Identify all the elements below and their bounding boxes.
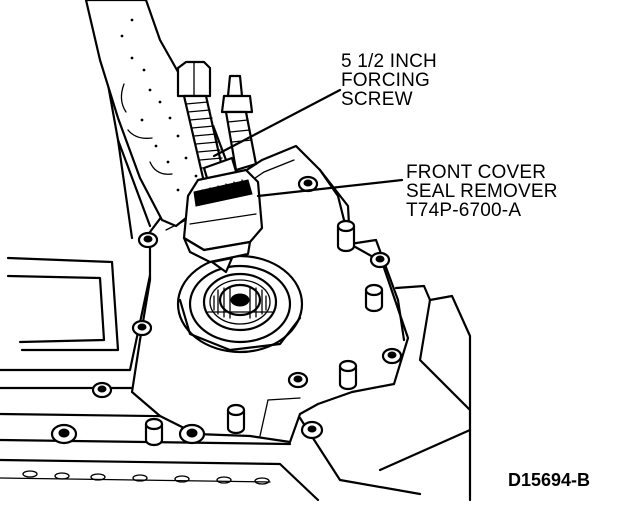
pump-seal-bore (176, 254, 304, 354)
dowel-studs (144, 219, 384, 447)
stud-icon (144, 417, 164, 447)
callout-forcing-screw-line-2: FORCING (341, 70, 431, 91)
figure-id: D15694-B (508, 470, 591, 490)
bolt-icon (297, 175, 319, 193)
stud-icon (338, 359, 358, 391)
tool-guide-stud (220, 74, 258, 172)
leader-seal-remover (256, 178, 404, 198)
seal-remover-tool (182, 168, 264, 274)
bolt-icon (178, 423, 206, 445)
pan-bolt-holes (22, 470, 270, 485)
callout-seal-remover-line-2: SEAL REMOVER (406, 181, 558, 202)
callout-seal-remover-line-1: FRONT COVER (406, 162, 547, 183)
bolt-icon (131, 319, 153, 337)
leader-lines (212, 88, 404, 198)
stud-icon (336, 219, 356, 253)
callout-seal-remover: FRONT COVER SEAL REMOVER T74P-6700-A (406, 163, 558, 220)
stud-icon (226, 403, 246, 435)
callout-forcing-screw: 5 1/2 INCH FORCING SCREW (341, 52, 437, 109)
knurl-lines (201, 179, 245, 205)
bolt-icon (381, 347, 403, 365)
input-shaft-splines (207, 286, 273, 319)
bolt-icon (50, 423, 78, 445)
bolt-icon (287, 371, 309, 389)
transmission-case (0, 38, 472, 502)
stud-icon (364, 283, 384, 313)
cover-bolts (50, 175, 403, 445)
leader-forcing-screw (212, 88, 342, 158)
callout-forcing-screw-line-3: SCREW (341, 89, 413, 110)
bolt-icon (369, 251, 391, 269)
bolt-icon (91, 381, 113, 399)
callout-seal-remover-line-3: T74P-6700-A (406, 200, 522, 221)
callout-forcing-screw-line-1: 5 1/2 INCH (341, 51, 437, 72)
bolt-icon (137, 231, 159, 249)
bolt-icon (300, 420, 324, 440)
